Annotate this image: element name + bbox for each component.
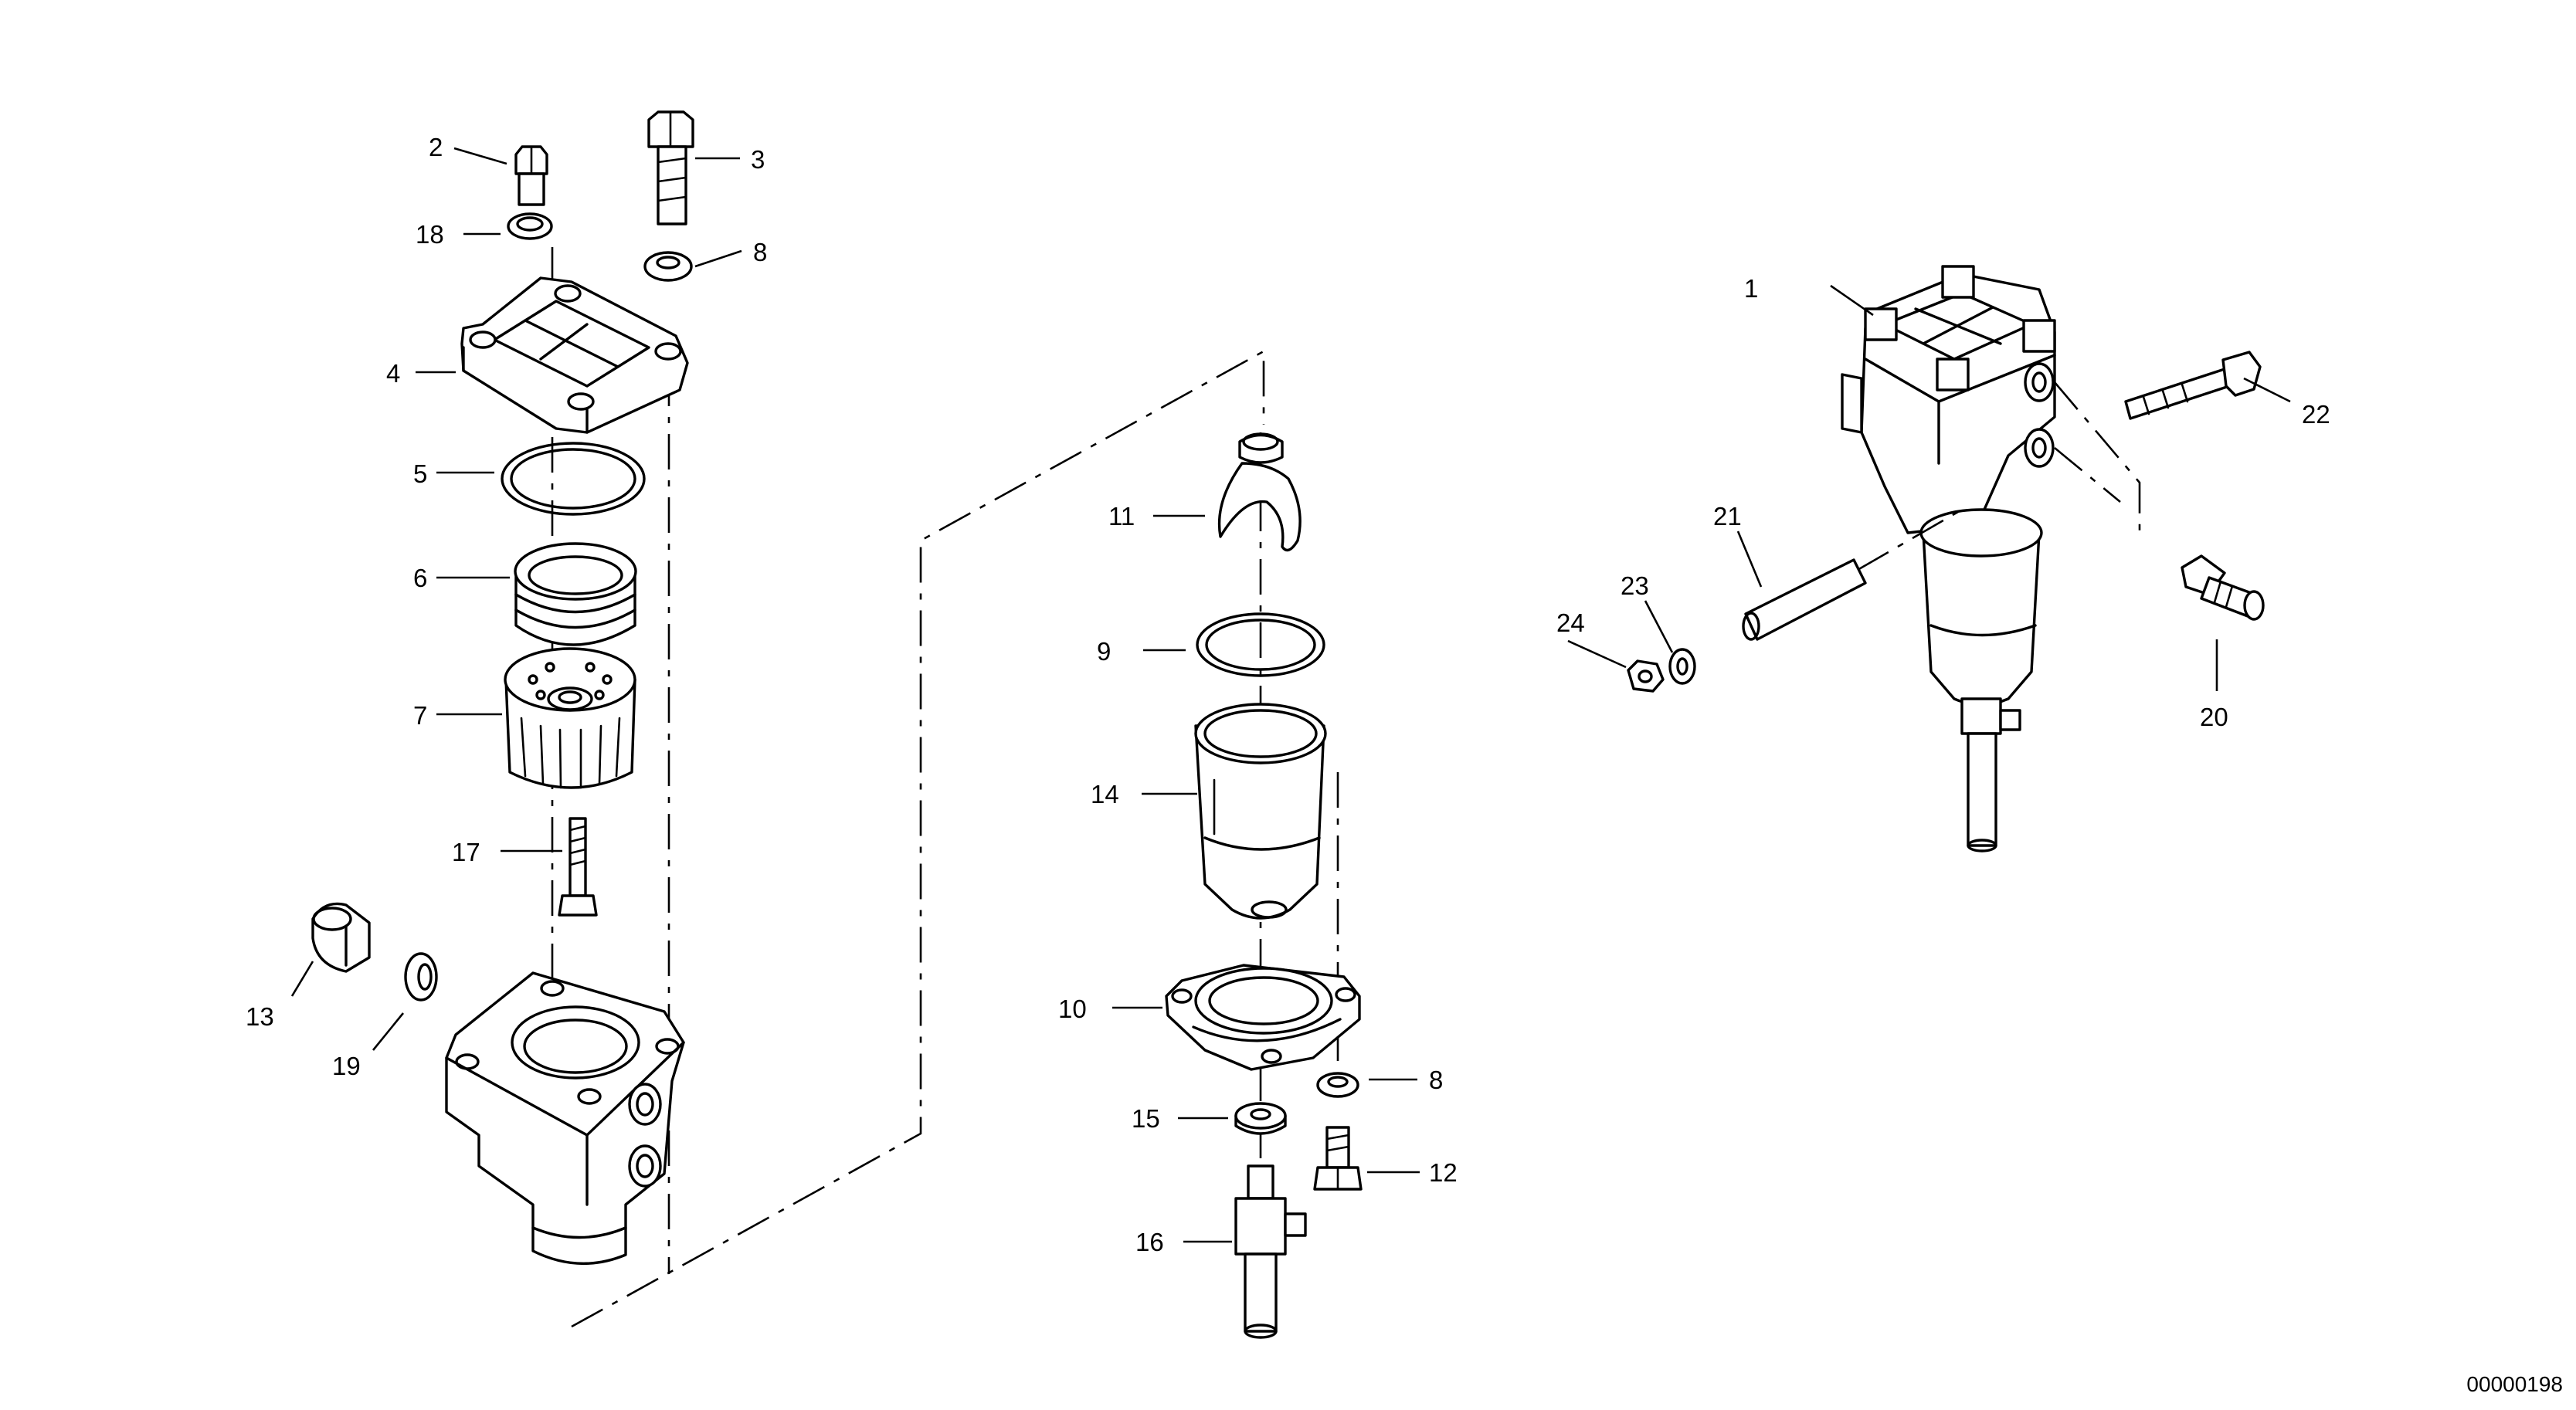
callout-8-lower: 8	[1429, 1066, 1443, 1094]
callout-9: 9	[1097, 637, 1111, 666]
part-24-nut	[1627, 659, 1665, 693]
part-11-drain-tube	[1217, 432, 1302, 552]
part-21-tube	[1742, 508, 1963, 641]
filter-housing-lower	[445, 971, 685, 1265]
part-2-plug	[514, 145, 548, 206]
callout-21: 21	[1713, 502, 1742, 530]
part-4-cover	[460, 276, 689, 434]
part-6-cup	[514, 542, 637, 646]
part-14-bowl	[1194, 703, 1327, 920]
callout-13: 13	[246, 1002, 274, 1031]
port-axis-dash	[2054, 446, 2121, 503]
callout-2: 2	[429, 133, 443, 161]
part-12-bolt	[1313, 1126, 1363, 1191]
part-3-bolt	[647, 110, 694, 225]
bolt-axis-dash	[2054, 381, 2141, 541]
part-7-filter	[504, 647, 636, 789]
callout-5: 5	[413, 459, 427, 488]
part-18-washer	[507, 212, 553, 240]
part-10-collar	[1165, 964, 1361, 1071]
part-20-fitting	[2181, 554, 2265, 621]
part-22-long-bolt	[2124, 351, 2262, 420]
callout-20: 20	[2200, 703, 2228, 731]
part-13-plug	[311, 902, 371, 973]
left-exploded-assembly	[311, 110, 694, 1274]
part-9-o-ring	[1196, 612, 1325, 677]
callout-4: 4	[386, 359, 400, 388]
part-17-screw	[558, 817, 598, 917]
callout-11: 11	[1108, 502, 1135, 530]
connection-dash-line	[571, 349, 1265, 1328]
callout-1: 1	[1744, 274, 1758, 303]
callout-15: 15	[1132, 1104, 1160, 1133]
part-8-washer-lower	[1316, 1072, 1359, 1098]
part-23-washer	[1668, 648, 1696, 685]
callout-3: 3	[751, 145, 765, 174]
callout-19: 19	[332, 1052, 361, 1080]
callout-23: 23	[1621, 571, 1649, 600]
callout-7: 7	[413, 701, 427, 730]
callout-24: 24	[1556, 608, 1585, 637]
leader-lines	[290, 147, 2291, 1243]
callout-22: 22	[2302, 400, 2330, 429]
callout-8-upper: 8	[753, 238, 767, 266]
middle-exploded-assembly	[1165, 432, 1363, 1339]
callout-10: 10	[1058, 995, 1087, 1023]
callout-12: 12	[1429, 1158, 1458, 1187]
callout-16: 16	[1135, 1228, 1164, 1256]
part-19-washer	[404, 952, 438, 1002]
part-16-drain-fitting	[1234, 1164, 1307, 1339]
callout-17: 17	[452, 838, 480, 866]
part-15-washer	[1234, 1102, 1287, 1135]
callout-18: 18	[416, 220, 444, 249]
callout-14: 14	[1091, 780, 1119, 808]
part-8-washer-upper	[643, 251, 693, 282]
callout-labels: 1 2 3 4 5 6 7 8 8 9 10 11 12 13 14 15 16…	[246, 133, 2330, 1256]
drawing-number: 00000198	[2466, 1372, 2563, 1396]
right-assembled-view	[1841, 265, 2056, 852]
callout-6: 6	[413, 564, 427, 592]
part-5-o-ring	[501, 442, 646, 516]
